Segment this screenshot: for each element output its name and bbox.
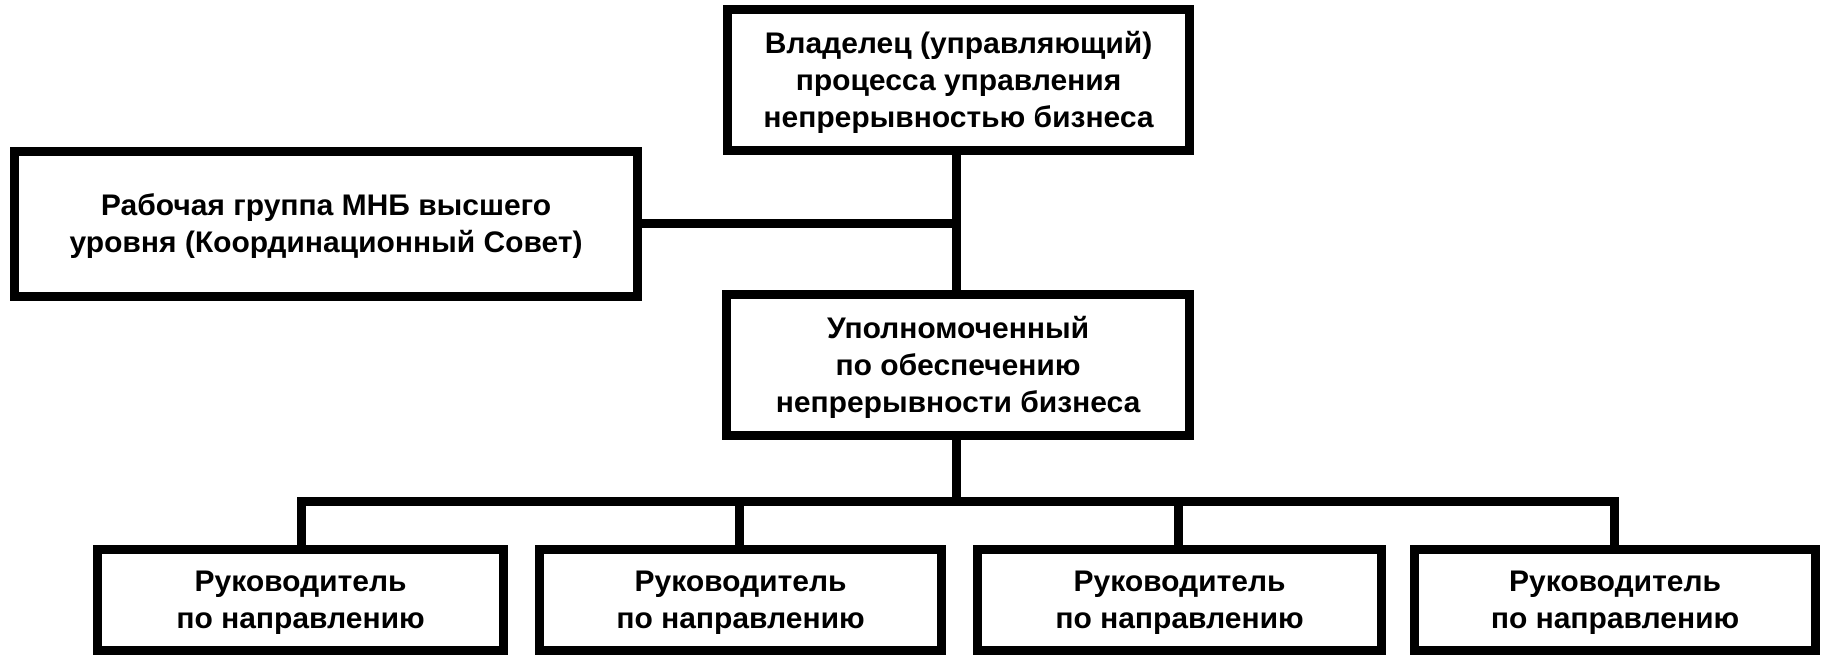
- node-working-group-line: Рабочая группа МНБ высшего: [100, 189, 552, 222]
- node-process-owner: Владелец (управляющий) процесса управлен…: [723, 5, 1194, 155]
- node-process-owner-line: процесса управления: [795, 63, 1122, 97]
- node-direction-manager-2-line: Руководитель: [634, 565, 847, 598]
- connector-drop-manager-3: [1174, 497, 1183, 549]
- node-direction-manager-4-line: Руководитель: [1509, 565, 1721, 598]
- node-direction-manager-2: Руководитель по направлению: [535, 545, 946, 655]
- node-direction-manager-3: Руководитель по направлению: [973, 545, 1386, 655]
- node-direction-manager-4-line: по направлению: [1490, 602, 1740, 635]
- node-direction-manager-1: Руководитель по направлению: [93, 545, 508, 655]
- node-direction-manager-2-line: по направлению: [616, 602, 865, 635]
- connector-drop-manager-2: [735, 497, 744, 549]
- node-process-owner-line: непрерывностью бизнеса: [763, 100, 1154, 134]
- connector-rake-bar: [297, 497, 1619, 506]
- node-direction-manager-1-line: по направлению: [176, 602, 425, 635]
- connector-drop-manager-4: [1610, 497, 1619, 549]
- node-working-group: Рабочая группа МНБ высшего уровня (Коорд…: [10, 147, 642, 301]
- node-process-owner-line: Владелец (управляющий): [764, 26, 1153, 60]
- node-authorized-representative-line: непрерывности бизнеса: [775, 385, 1141, 419]
- node-direction-manager-4: Руководитель по направлению: [1410, 545, 1820, 655]
- connector-drop-manager-1: [297, 497, 306, 549]
- node-direction-manager-1-line: Руководитель: [194, 565, 407, 598]
- node-authorized-representative-line: Уполномоченный: [826, 311, 1090, 345]
- connector-working-group-to-trunk: [638, 219, 956, 228]
- node-working-group-line: уровня (Координационный Совет): [69, 226, 583, 259]
- node-direction-manager-3-line: Руководитель: [1073, 565, 1286, 598]
- connector-owner-to-authorized: [952, 150, 961, 295]
- node-authorized-representative: Уполномоченный по обеспечению непрерывно…: [722, 290, 1194, 440]
- connector-authorized-to-rake-bar: [952, 435, 961, 505]
- node-direction-manager-3-line: по направлению: [1055, 602, 1304, 635]
- node-authorized-representative-line: по обеспечению: [835, 348, 1081, 382]
